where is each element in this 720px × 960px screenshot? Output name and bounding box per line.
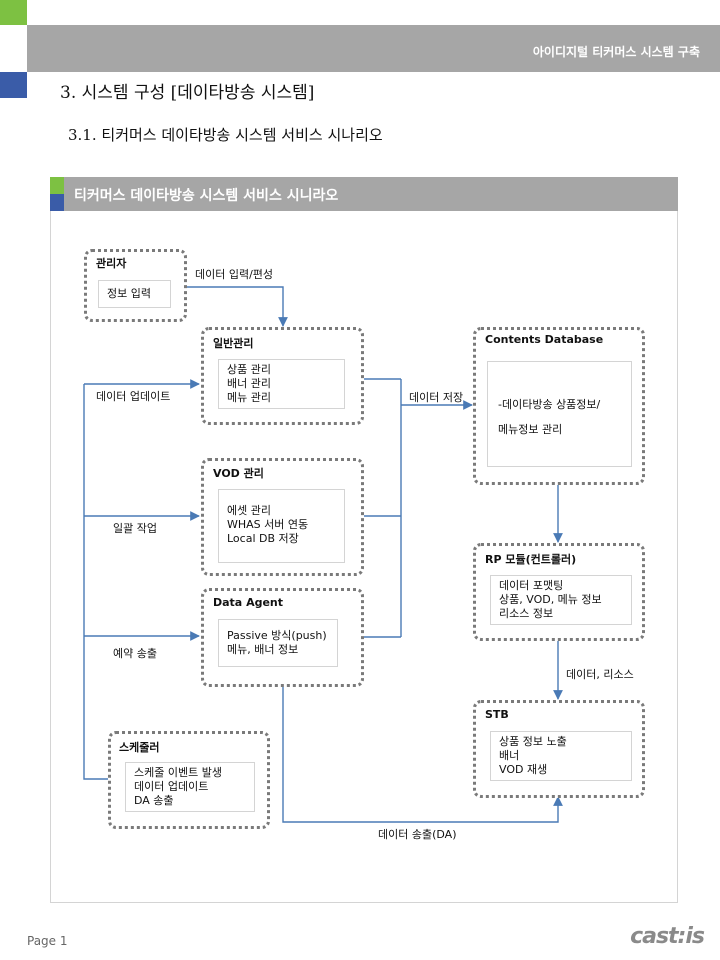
general-item: 상품 관리 <box>227 363 271 376</box>
stb-title: STB <box>485 708 509 721</box>
rp-module-title: RP 모듈(컨트롤러) <box>485 553 577 566</box>
admin-items: 정보 입력 <box>98 280 171 308</box>
vod-management-items: 에셋 관리 WHAS 서버 연동 Local DB 저장 <box>218 489 345 563</box>
stb-item: 배너 <box>499 749 520 762</box>
connector-scheduler-bus <box>83 384 110 780</box>
label-batch-job: 일괄 작업 <box>113 520 157 536</box>
vod-item: Local DB 저장 <box>227 532 299 545</box>
label-data-store: 데이터 저장 <box>409 391 464 404</box>
general-item: 배너 관리 <box>227 377 271 390</box>
rp-item: 리소스 정보 <box>499 607 554 620</box>
agent-item: 메뉴, 배너 정보 <box>227 643 299 656</box>
data-agent-title: Data Agent <box>213 596 284 609</box>
scheduler-item: 데이터 업데이트 <box>134 780 209 793</box>
company-logo: cast:is <box>630 924 705 949</box>
accent-square-blue <box>0 72 27 98</box>
section-subtitle: 3.1. 티커머스 데이타방송 시스템 서비스 시나리오 <box>68 126 383 144</box>
general-item: 메뉴 관리 <box>227 391 271 404</box>
panel-title: 티커머스 데이타방송 시스템 서비스 시니라오 <box>74 188 339 204</box>
scheduler-item: 스케줄 이벤트 발생 <box>134 766 222 779</box>
general-management-title: 일반관리 <box>213 337 254 350</box>
panel-header-blue-mark <box>50 194 64 211</box>
scheduler-title: 스케줄러 <box>119 741 160 754</box>
label-data-update: 데이터 업데이트 <box>96 388 171 404</box>
stb-item: VOD 재생 <box>499 763 548 776</box>
scheduler-item: DA 송출 <box>134 794 174 807</box>
connector-agent-to-stb <box>282 686 563 823</box>
stb-items: 상품 정보 노출 배너 VOD 재생 <box>490 731 632 781</box>
contents-db-item: 메뉴정보 관리 <box>498 423 563 436</box>
contents-db-item: -데이타방송 상품정보/ <box>498 398 601 411</box>
scheduler-items: 스케줄 이벤트 발생 데이터 업데이트 DA 송출 <box>125 762 255 812</box>
label-data-resource: 데이터, 리소스 <box>566 668 634 681</box>
panel-header: 티커머스 데이타방송 시스템 서비스 시니라오 <box>50 177 678 211</box>
panel-header-green-mark <box>50 177 64 194</box>
connector-admin-to-general <box>186 286 288 327</box>
page-number: Page 1 <box>27 934 68 948</box>
admin-item: 정보 입력 <box>107 287 151 300</box>
rp-module-items: 데이터 포맷팅 상품, VOD, 메뉴 정보 리소스 정보 <box>490 575 632 625</box>
label-data-tx-da: 데이터 송출(DA) <box>378 826 457 842</box>
label-scheduled-tx: 예약 송출 <box>113 645 157 661</box>
vod-management-title: VOD 관리 <box>213 467 264 480</box>
stb-item: 상품 정보 노출 <box>499 735 567 748</box>
agent-item: Passive 방식(push) <box>227 629 327 642</box>
admin-title: 관리자 <box>96 257 127 270</box>
label-data-input-edit: 데이터 입력/편성 <box>195 268 274 281</box>
accent-square-green <box>0 0 27 25</box>
rp-item: 상품, VOD, 메뉴 정보 <box>499 593 602 606</box>
contents-database-items: -데이타방송 상품정보/ 메뉴정보 관리 <box>487 361 632 467</box>
header-title: 아이디지털 티커머스 시스템 구축 <box>532 45 700 59</box>
page-title: 3. 시스템 구성 [데이타방송 시스템] <box>60 83 315 103</box>
data-agent-items: Passive 방식(push) 메뉴, 배너 정보 <box>218 619 338 667</box>
contents-database-title: Contents Database <box>485 333 604 346</box>
rp-item: 데이터 포맷팅 <box>499 579 564 592</box>
vod-item: WHAS 서버 연동 <box>227 518 309 531</box>
vod-item: 에셋 관리 <box>227 504 271 517</box>
general-management-items: 상품 관리 배너 관리 메뉴 관리 <box>218 359 345 409</box>
header-bar: 아이디지털 티커머스 시스템 구축 <box>27 25 720 72</box>
